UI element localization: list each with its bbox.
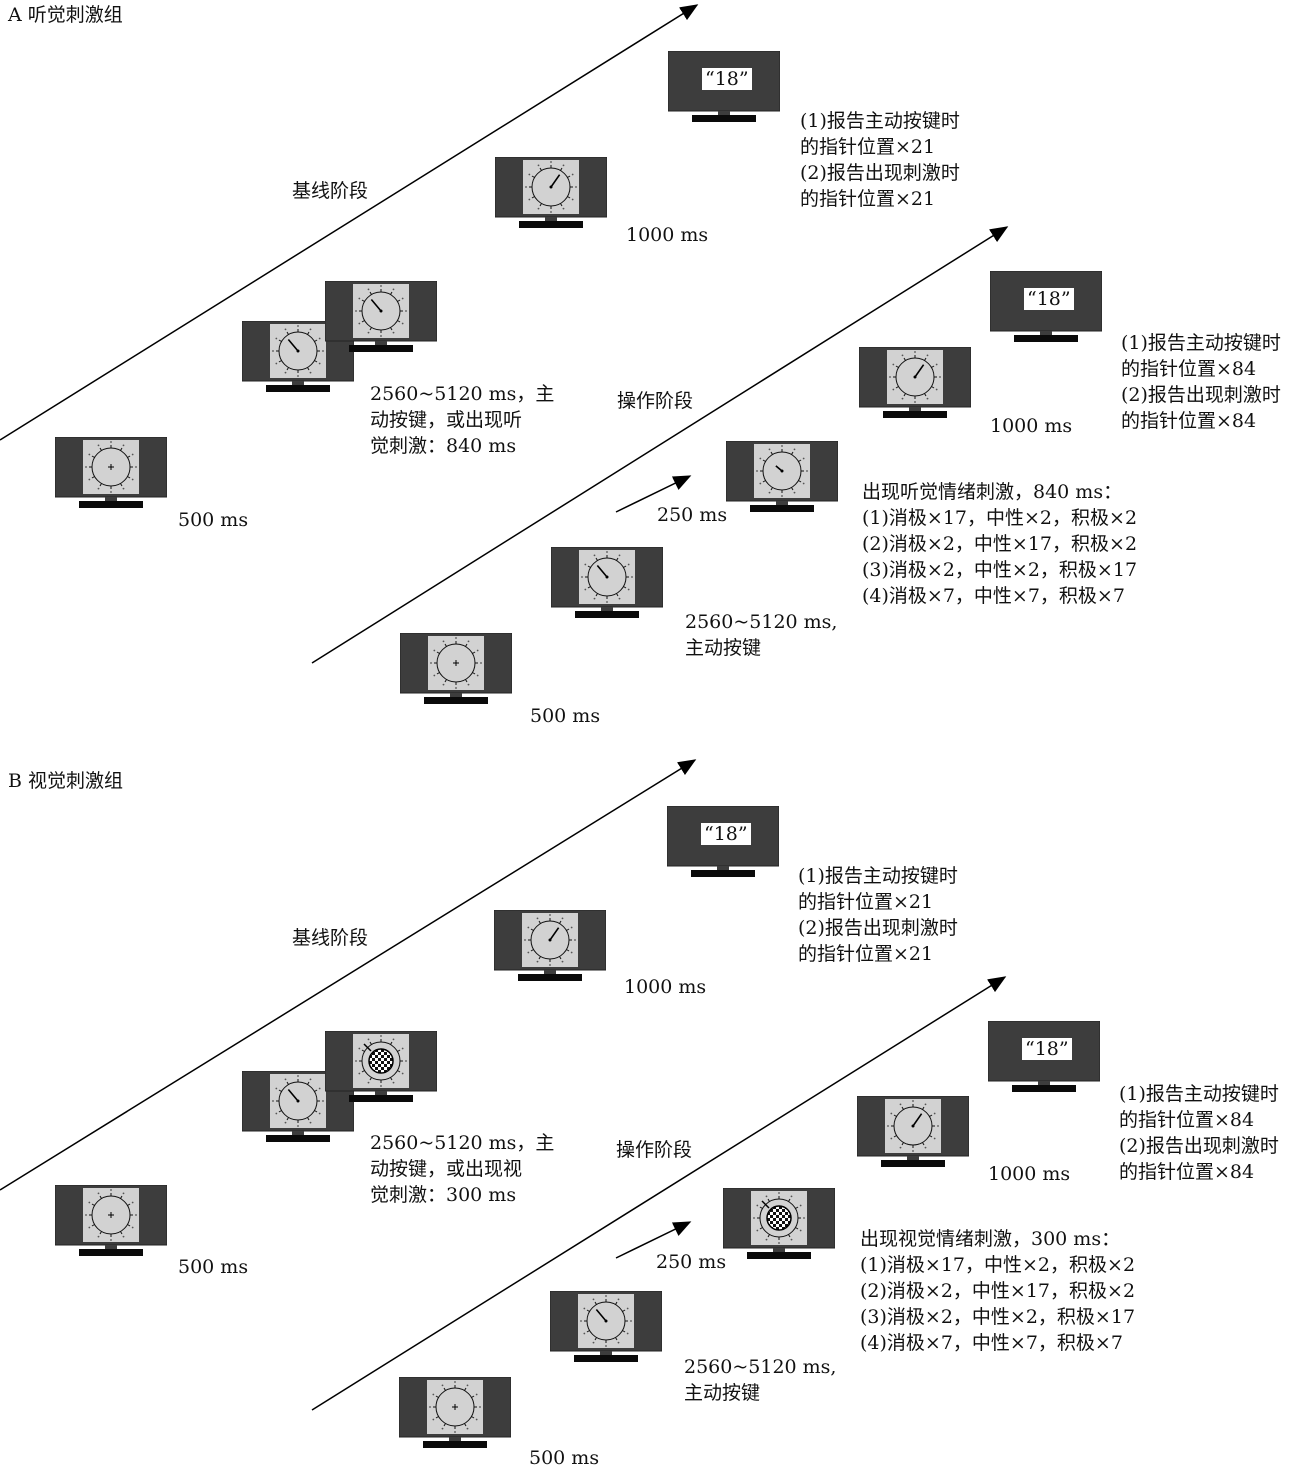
panel-b-op-fix-time: 500 ms xyxy=(529,1447,600,1469)
panel-a-baseline-arrow xyxy=(0,4,699,441)
panel-a-baseline-fix-time: 500 ms xyxy=(178,509,249,531)
monitor-icon xyxy=(399,632,513,704)
monitor-icon xyxy=(54,1184,168,1256)
monitor-clock xyxy=(550,546,664,619)
panel-b-op-stimulus: 出现视觉情绪刺激，300 ms： (1)消极×17，中性×2，积极×2 (2)消… xyxy=(860,1228,1136,1354)
monitor-icon xyxy=(54,436,168,508)
answer-number: “18” xyxy=(701,823,751,845)
monitor-clock xyxy=(324,280,438,353)
panel-b-baseline-label: 基线阶段 xyxy=(292,927,369,949)
panel-b-baseline-interval: 2560~5120 ms，主 动按键，或出现视 觉刺激：300 ms xyxy=(370,1132,555,1206)
panel-a-op-clock-time: 1000 ms xyxy=(990,415,1073,437)
panel-b-op-interval: 2560~5120 ms, 主动按键 xyxy=(684,1356,837,1404)
panel-a-delay-time: 250 ms xyxy=(657,504,728,526)
monitor-clock xyxy=(549,1290,663,1363)
panel-a-label: A 听觉刺激组 xyxy=(8,4,123,26)
monitor-fixation xyxy=(399,632,513,705)
answer-number: “18” xyxy=(702,68,752,90)
panel-b-op-clock-time: 1000 ms xyxy=(988,1163,1071,1185)
panel-b-operation-label: 操作阶段 xyxy=(616,1139,693,1161)
panel-b-baseline-report: (1)报告主动按键时 的指针位置×21 (2)报告出现刺激时 的指针位置×21 xyxy=(798,865,958,965)
panel-a-op-fix-time: 500 ms xyxy=(530,705,601,727)
panel-b-baseline-fix-time: 500 ms xyxy=(178,1256,249,1278)
monitor-icon xyxy=(398,1376,512,1448)
panel-b-baseline-arrow xyxy=(0,759,697,1191)
answer-number: “18” xyxy=(1022,1038,1072,1060)
monitor-clock xyxy=(241,320,355,393)
monitor-fixation xyxy=(54,436,168,509)
monitor-answer: “18” xyxy=(666,805,780,878)
monitor-icon xyxy=(241,320,355,392)
monitor-icon xyxy=(324,280,438,352)
panel-a-op-report: (1)报告主动按键时 的指针位置×84 (2)报告出现刺激时 的指针位置×84 xyxy=(1121,332,1281,432)
monitor-checker xyxy=(722,1187,836,1260)
panel-a-operation-label: 操作阶段 xyxy=(617,390,694,412)
panel-a-baseline-label: 基线阶段 xyxy=(292,180,369,202)
monitor-icon xyxy=(324,1030,438,1102)
monitor-icon xyxy=(493,909,607,981)
monitor-icon xyxy=(550,546,664,618)
panel-a-baseline-report: (1)报告主动按键时 的指针位置×21 (2)报告出现刺激时 的指针位置×21 xyxy=(800,110,960,210)
monitor-answer: “18” xyxy=(987,1020,1101,1093)
monitor-icon xyxy=(856,1095,970,1167)
panel-b-label: B 视觉刺激组 xyxy=(8,770,124,792)
monitor-answer: “18” xyxy=(667,50,781,123)
monitor-icon xyxy=(494,156,608,228)
monitor-clock-stim xyxy=(725,440,839,513)
panel-a-baseline-interval: 2560~5120 ms，主 动按键，或出现听 觉刺激：840 ms xyxy=(370,383,555,457)
monitor-clock xyxy=(856,1095,970,1168)
monitor-fixation xyxy=(398,1376,512,1449)
monitor-icon xyxy=(549,1290,663,1362)
monitor-clock xyxy=(493,909,607,982)
monitor-fixation xyxy=(54,1184,168,1257)
panel-b-delay-arrow xyxy=(615,1221,692,1259)
monitor-checker xyxy=(324,1030,438,1103)
panel-a-operation-arrow xyxy=(311,226,1009,664)
monitor-clock xyxy=(858,346,972,419)
panel-b-baseline-clock-time: 1000 ms xyxy=(624,976,707,998)
panel-b-op-report: (1)报告主动按键时 的指针位置×84 (2)报告出现刺激时 的指针位置×84 xyxy=(1119,1083,1279,1183)
monitor-icon xyxy=(725,440,839,512)
panel-a-op-interval: 2560~5120 ms, 主动按键 xyxy=(685,611,838,659)
panel-a-baseline-clock-time: 1000 ms xyxy=(626,224,709,246)
monitor-icon xyxy=(722,1187,836,1259)
monitor-icon xyxy=(858,346,972,418)
answer-number: “18” xyxy=(1024,288,1074,310)
panel-b-delay-time: 250 ms xyxy=(656,1251,727,1273)
monitor-clock xyxy=(494,156,608,229)
panel-b-operation-arrow xyxy=(311,976,1007,1411)
panel-a-op-stimulus: 出现听觉情绪刺激，840 ms： (1)消极×17，中性×2，积极×2 (2)消… xyxy=(862,481,1138,607)
monitor-answer: “18” xyxy=(989,270,1103,343)
panel-a-delay-arrow xyxy=(615,475,692,513)
